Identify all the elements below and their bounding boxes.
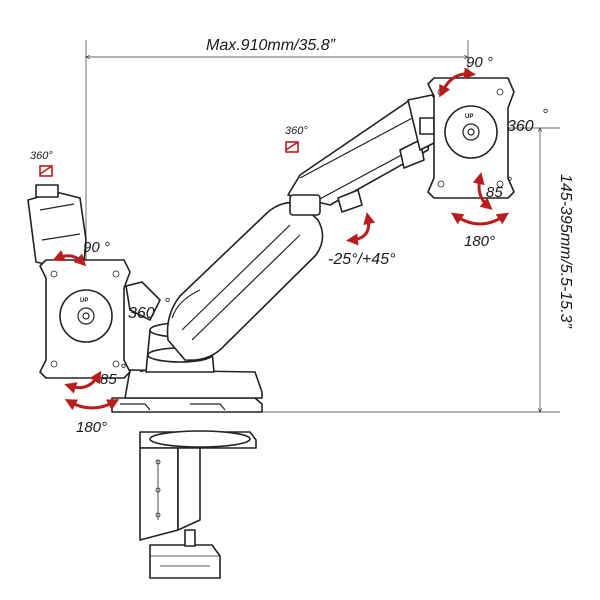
left-swivel-arrow-icon [64, 370, 102, 394]
left-pan-label: 180° [76, 419, 107, 436]
left-swivel-degree: ° [120, 361, 126, 378]
dimension-lines [86, 40, 560, 412]
plate-up-marker-right: UP [465, 114, 473, 120]
upper-arm [287, 94, 445, 216]
motion-arrows [52, 67, 509, 411]
right-joint-rotation-label: 360° [285, 125, 308, 137]
plate-up-marker-left: UP [80, 298, 88, 304]
max-reach-label: Max.910mm/35.8” [206, 37, 336, 54]
vesa-plate-right: UP [427, 77, 515, 199]
desk-clamp [139, 430, 257, 579]
right-plate-rotation-label: 360 [507, 118, 534, 135]
right-tilt-arrow-icon [439, 67, 476, 98]
left-tilt-arrow-icon [52, 250, 87, 267]
left-swivel-label: 85 [100, 371, 117, 388]
rotate-icon-left [39, 165, 53, 177]
left-tilt-label: 90 ° [83, 239, 110, 256]
right-plate-rotation-degree: ° [542, 106, 548, 123]
left-plate-rotation-degree: ° [164, 295, 170, 312]
right-swivel-arrow-icon [472, 172, 493, 210]
right-swivel-degree: ° [506, 174, 512, 191]
vesa-plate-left: UP [39, 259, 131, 379]
rotate-icon-right [285, 141, 299, 153]
desk-base-plate [111, 365, 263, 413]
height-range-label: 145-395mm/5.5-15.3” [557, 174, 574, 329]
right-pan-label: 180° [464, 233, 495, 250]
arm-tilt-arrow-icon [346, 212, 376, 246]
right-tilt-label: 90 ° [466, 54, 493, 71]
left-top-rotation-label: 360° [30, 150, 53, 162]
left-pan-arrow-icon [64, 399, 120, 411]
lower-arm [166, 201, 324, 362]
left-plate-rotation-label: 360 [128, 305, 155, 322]
right-swivel-label: 85 [486, 184, 503, 201]
arm-tilt-label: -25°/+45° [328, 251, 396, 268]
right-pan-arrow-icon [451, 212, 509, 226]
